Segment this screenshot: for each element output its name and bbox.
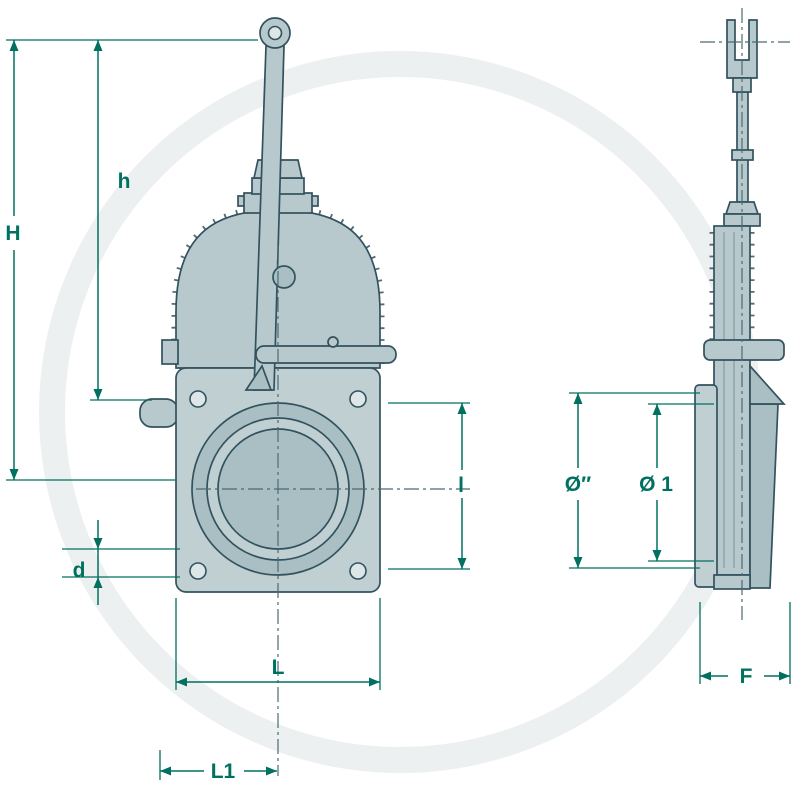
dimension-h: h bbox=[90, 40, 152, 401]
dimension-l: l bbox=[388, 402, 470, 570]
dimension-label-dia-prime: Ø″ bbox=[565, 473, 591, 496]
dome-boss bbox=[272, 265, 296, 289]
lever-pivot-foot bbox=[244, 364, 273, 391]
dimension-H: H bbox=[5, 40, 176, 481]
side-view bbox=[694, 19, 786, 590]
dimension-F: F bbox=[699, 602, 791, 688]
wedge-disc bbox=[749, 403, 779, 589]
dimension-L: L bbox=[175, 598, 381, 690]
dimension-L1: L1 bbox=[159, 750, 277, 783]
bolt-hole-top-left bbox=[189, 390, 207, 408]
dimension-label-L: L bbox=[272, 656, 285, 679]
dimension-label-d: d bbox=[73, 559, 86, 582]
side-flange bbox=[694, 384, 718, 588]
left-lug bbox=[139, 398, 179, 428]
body-side-tab bbox=[161, 339, 179, 365]
wedge-gusset bbox=[749, 363, 786, 405]
bolt-hole-bottom-right bbox=[349, 562, 367, 580]
centerlines bbox=[196, 8, 790, 776]
dimension-label-F: F bbox=[740, 665, 753, 688]
dimension-dia-prime: Ø″ bbox=[565, 392, 700, 569]
dimension-d: d bbox=[62, 520, 180, 605]
bracket-bolt bbox=[327, 336, 339, 348]
dimension-label-H: H bbox=[5, 222, 20, 245]
guide-bracket bbox=[255, 345, 397, 364]
dimension-label-h: h bbox=[118, 170, 131, 193]
front-view bbox=[139, 17, 397, 593]
side-body-foot bbox=[713, 574, 751, 590]
dimensions: H h d l L bbox=[5, 39, 791, 783]
dimension-label-l: l bbox=[458, 474, 464, 497]
dimension-label-dia-1: Ø 1 bbox=[639, 473, 673, 496]
bolt-hole-bottom-left bbox=[189, 562, 207, 580]
lever-ring-hole bbox=[267, 25, 283, 41]
side-body bbox=[713, 225, 751, 576]
side-guide-bracket bbox=[703, 339, 785, 361]
bolt-hole-top-right bbox=[349, 390, 367, 408]
dimension-label-L1: L1 bbox=[211, 760, 236, 783]
dimension-dia-1: Ø 1 bbox=[639, 403, 714, 562]
